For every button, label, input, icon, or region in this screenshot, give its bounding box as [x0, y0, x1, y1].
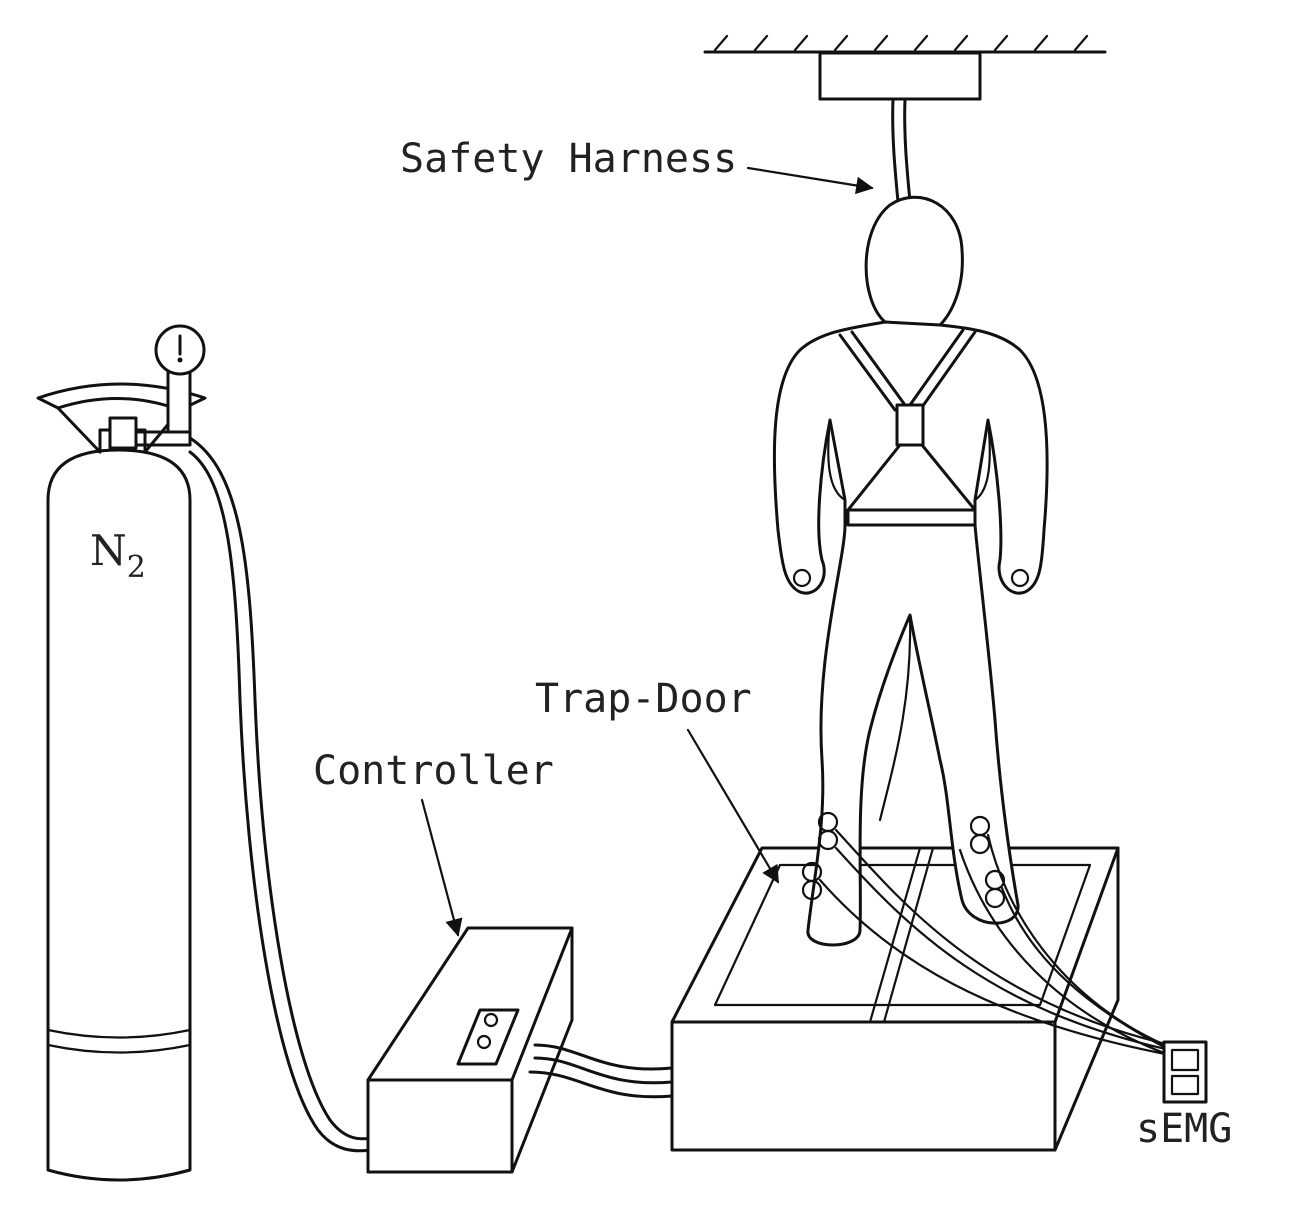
semg-label: sEMG: [1136, 1106, 1232, 1152]
controller-cables: [528, 1043, 674, 1099]
trap-door-pointer: [686, 728, 780, 884]
nitrogen-cylinder-icon: [36, 382, 207, 1182]
pressure-gauge-icon: [154, 324, 206, 434]
safety-harness-pointer: [746, 166, 874, 195]
trap-door-label: Trap-Door: [535, 676, 752, 722]
cylinder-label-sub: 2: [127, 550, 146, 585]
controller-label: Controller: [313, 748, 554, 794]
semg-device-icon: [1162, 1040, 1208, 1104]
controller-pointer: [420, 798, 463, 937]
safety-harness-icon: [838, 328, 977, 527]
cylinder-label: N2: [90, 526, 146, 585]
cylinder-label-main: N: [90, 526, 127, 575]
trap-door-platform-icon: [670, 846, 1120, 1152]
gas-hose: [188, 436, 374, 1141]
ceiling: [703, 34, 1107, 101]
semg-electrodes: [801, 811, 1006, 909]
controller-box-icon: [366, 926, 574, 1174]
semg-wires: [818, 828, 1176, 1058]
human-figure-icon: [772, 195, 1049, 947]
safety-harness-label: Safety Harness: [400, 136, 737, 182]
